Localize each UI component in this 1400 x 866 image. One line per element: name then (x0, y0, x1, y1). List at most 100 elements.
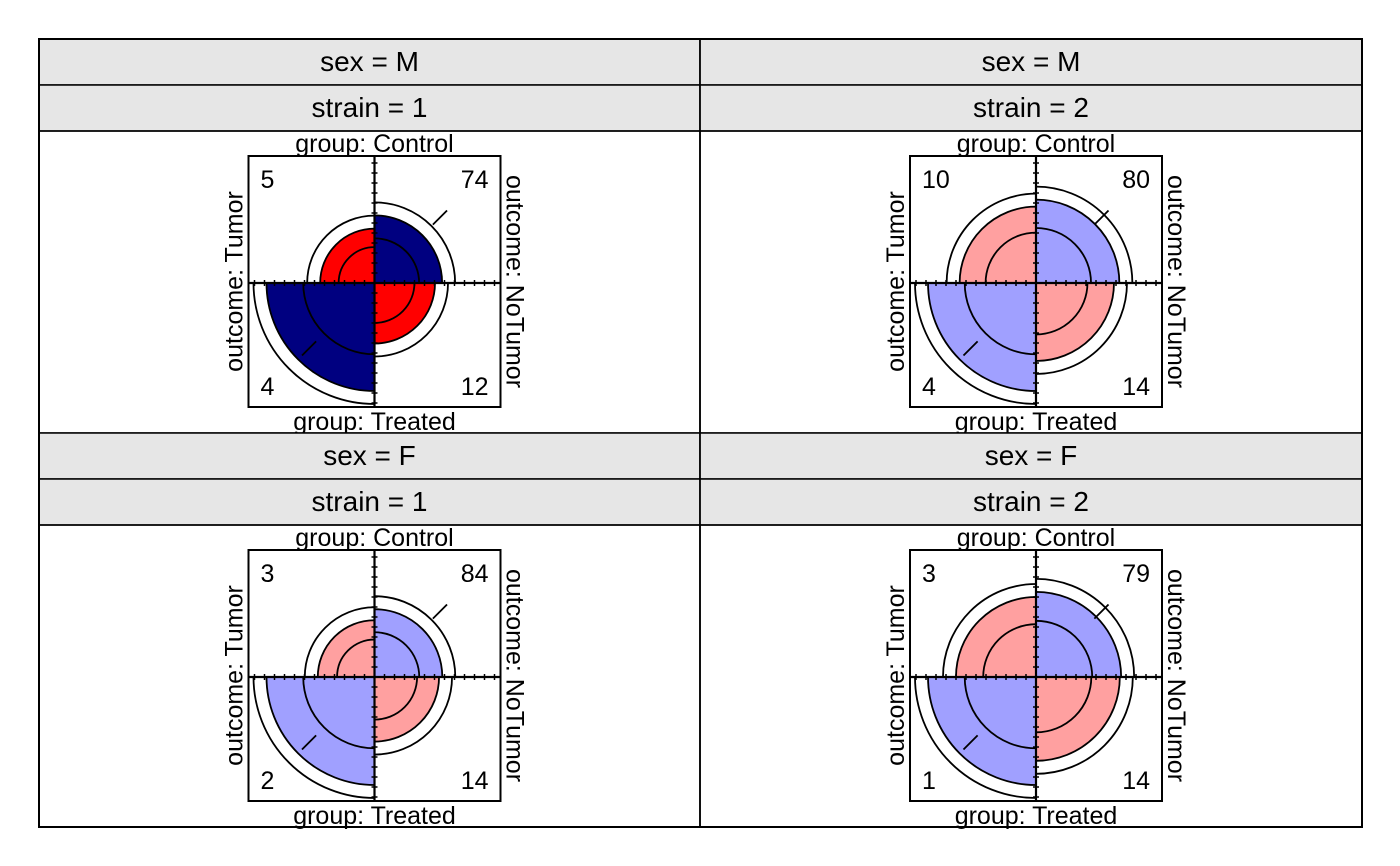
count-control-tumor: 5 (261, 166, 275, 194)
confidence-ring (374, 237, 421, 284)
panel-1: sex = M strain = 1 5 74 4 12 group: Control gro… (38, 38, 701, 436)
quadrant-treated_tumor (927, 676, 1037, 786)
count-control-notumor: 74 (461, 166, 489, 194)
label-outcome-tumor: outcome: Tumor (882, 585, 910, 766)
quadrant-control_tumor (319, 227, 376, 284)
confidence-ring (914, 282, 1037, 405)
confidence-ring (252, 282, 375, 405)
confidence-ring (374, 676, 418, 721)
quadrant-treated_notumor (1035, 676, 1121, 762)
confidence-ring (942, 583, 1037, 678)
mark-sw (301, 340, 317, 357)
label-outcome-tumor: outcome: Tumor (221, 191, 249, 372)
label-group-treated: group: Treated (955, 408, 1118, 436)
panel-3: sex = F strain = 1 3 84 2 14 group: Control gro… (38, 432, 701, 830)
count-control-tumor: 3 (261, 560, 275, 588)
label-group-treated: group: Treated (955, 802, 1118, 830)
label-group-control: group: Control (957, 524, 1115, 552)
confidence-ring (374, 201, 457, 284)
strip-label: sex = M (320, 46, 419, 77)
count-treated-notumor: 14 (461, 767, 489, 795)
confidence-ring (374, 676, 453, 756)
quadrant-control_tumor (958, 205, 1037, 284)
confidence-ring (1035, 676, 1093, 734)
confidence-ring (374, 595, 457, 678)
confidence-ring (945, 192, 1037, 284)
label-outcome-tumor: outcome: Tumor (882, 191, 910, 372)
quadrant-control_notumor (373, 608, 444, 678)
label-group-treated: group: Treated (293, 408, 456, 436)
count-control-tumor: 3 (922, 560, 936, 588)
label-outcome-notumor: outcome: NoTumor (501, 175, 529, 388)
confidence-ring (252, 676, 375, 799)
count-treated-notumor: 14 (1122, 373, 1150, 401)
confidence-ring (963, 676, 1037, 750)
count-treated-notumor: 12 (461, 373, 489, 401)
strip-label: strain = 1 (312, 92, 428, 123)
quadrant-treated_tumor (265, 676, 376, 786)
count-treated-tumor: 2 (261, 767, 275, 795)
confidence-ring (337, 246, 375, 284)
confidence-ring (374, 282, 416, 324)
count-treated-tumor: 1 (922, 767, 936, 795)
count-control-notumor: 79 (1122, 560, 1150, 588)
strip (699, 478, 1363, 526)
quadrant-treated_notumor (373, 676, 440, 743)
confidence-ring (336, 638, 375, 678)
strip (38, 84, 701, 132)
confidence-ring (302, 282, 375, 356)
label-outcome-notumor: outcome: NoTumor (1162, 175, 1190, 388)
quadrant-treated_tumor (265, 282, 376, 392)
confidence-ring (1035, 282, 1128, 375)
strip (699, 432, 1363, 480)
confidence-ring (1035, 676, 1134, 775)
strip-label: sex = F (323, 440, 416, 471)
confidence-ring (914, 676, 1037, 799)
mark-ne (432, 209, 448, 226)
quadrant-treated_tumor (927, 282, 1037, 392)
strip-label: strain = 2 (973, 92, 1089, 123)
confidence-ring (1035, 619, 1094, 678)
confidence-ring (1035, 282, 1089, 336)
confidence-ring (374, 631, 421, 678)
mark-sw (962, 340, 979, 357)
count-control-tumor: 10 (922, 166, 950, 194)
confidence-ring (1035, 227, 1092, 284)
confidence-ring (982, 623, 1037, 678)
confidence-ring (963, 282, 1037, 356)
label-outcome-tumor: outcome: Tumor (221, 585, 249, 766)
count-treated-tumor: 4 (261, 373, 275, 401)
confidence-ring (302, 676, 375, 750)
mark-sw (962, 734, 979, 751)
label-group-control: group: Control (295, 130, 453, 158)
mark-ne (1093, 603, 1110, 620)
strip-label: strain = 2 (973, 486, 1089, 517)
mark-ne (1093, 209, 1110, 226)
count-control-notumor: 84 (461, 560, 489, 588)
quadrant-treated_notumor (1035, 282, 1115, 362)
label-group-treated: group: Treated (293, 802, 456, 830)
confidence-ring (984, 231, 1037, 284)
confidence-ring (374, 282, 449, 358)
quadrant-control_tumor (316, 619, 376, 678)
label-group-control: group: Control (295, 524, 453, 552)
label-outcome-notumor: outcome: NoTumor (1162, 569, 1190, 782)
confidence-ring (306, 214, 375, 284)
strip-label: sex = M (982, 46, 1081, 77)
strip-label: sex = F (985, 440, 1078, 471)
label-group-control: group: Control (957, 130, 1115, 158)
mark-ne (432, 603, 448, 620)
quadrant-treated_notumor (373, 282, 436, 345)
confidence-ring (303, 606, 375, 678)
mark-sw (301, 734, 317, 751)
strip (38, 478, 701, 526)
strip (699, 84, 1363, 132)
count-treated-tumor: 4 (922, 373, 936, 401)
quadrant-control_tumor (955, 596, 1037, 678)
quadrant-control_notumor (373, 214, 444, 284)
strip-label: strain = 1 (312, 486, 428, 517)
label-outcome-notumor: outcome: NoTumor (501, 569, 529, 782)
